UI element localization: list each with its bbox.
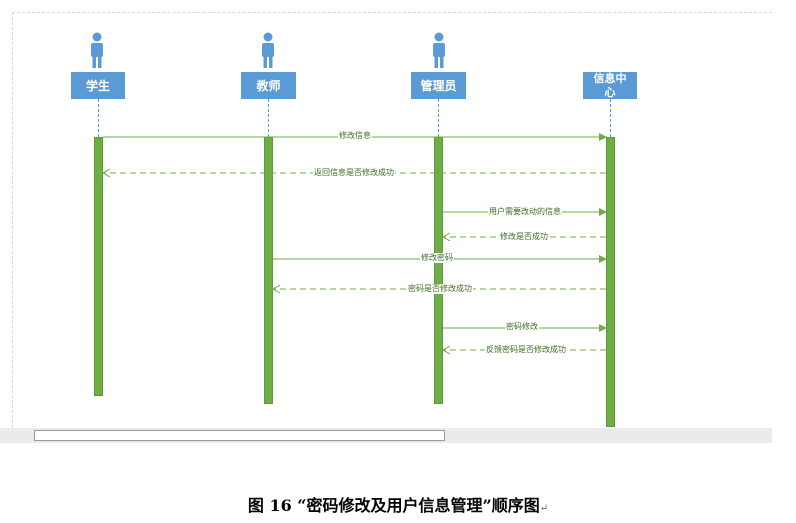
actor-label: 管理员	[420, 78, 457, 93]
frame-border-top	[12, 12, 772, 13]
message-label: 密码是否修改成功	[407, 284, 473, 294]
frame-border-left	[12, 12, 13, 428]
actor-label: 教师	[256, 78, 281, 93]
lifeline-teacher	[268, 99, 269, 137]
activation-student	[94, 137, 103, 396]
message-label: 密码修改	[505, 322, 539, 332]
person-icon	[91, 32, 103, 68]
paragraph-mark: ↵	[539, 503, 549, 514]
message-label: 修改是否成功	[499, 232, 549, 242]
lifeline-info-center	[610, 99, 611, 137]
actor-teacher: 教师	[241, 72, 296, 99]
message-label: 修改信息	[338, 131, 372, 141]
person-icon	[433, 32, 445, 68]
message-label: 返回信息是否修改成功	[313, 168, 395, 178]
actor-student: 学生	[71, 72, 125, 99]
actor-info-center: 信息中心	[583, 72, 637, 99]
person-icon	[262, 32, 274, 68]
scrollbar-thumb[interactable]	[34, 430, 445, 441]
caption-text: 图 16 “密码修改及用户信息管理”顺序图	[247, 496, 540, 515]
figure-caption: 图 16 “密码修改及用户信息管理”顺序图↵	[0, 492, 796, 516]
actor-label: 学生	[85, 78, 110, 93]
message-label: 修改密码	[420, 253, 454, 263]
message-label: 反馈密码是否修改成功	[485, 345, 567, 355]
lifeline-student	[98, 99, 99, 137]
message-label: 用户需要改动的信息	[488, 207, 562, 217]
actor-label: 信息中心	[593, 71, 627, 99]
activation-info-center	[606, 137, 615, 427]
lifeline-admin	[438, 99, 439, 137]
actor-admin: 管理员	[411, 72, 466, 99]
